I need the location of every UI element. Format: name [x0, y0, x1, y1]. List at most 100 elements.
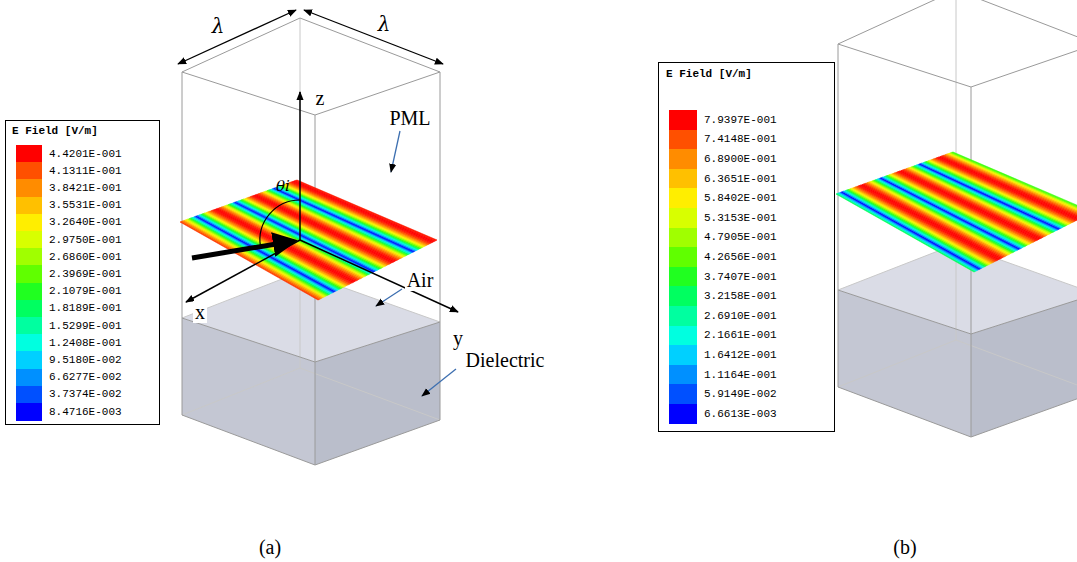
- legend-swatch: [16, 403, 42, 421]
- incident-wave-arrow: [192, 242, 288, 258]
- legend-swatch: [16, 317, 42, 335]
- field-strip: [950, 152, 1077, 213]
- box-edge: [182, 368, 300, 415]
- legend-value: 6.3651E-001: [704, 173, 777, 185]
- box-edge: [971, 294, 1077, 334]
- legend-value: 2.1661E-001: [704, 329, 777, 341]
- region-label: Air: [405, 269, 436, 291]
- box-edge: [971, 392, 1077, 437]
- legend-value: 6.8900E-001: [704, 153, 777, 165]
- legend-swatch: [16, 197, 42, 215]
- field-strip: [944, 155, 1077, 217]
- legend-swatch: [16, 231, 42, 249]
- leader-arrow: [376, 289, 402, 306]
- legend-swatch: [16, 145, 42, 163]
- field-strip: [939, 157, 1077, 220]
- field-strip: [289, 182, 430, 244]
- field-strip: [284, 184, 425, 246]
- legend-swatch: [16, 300, 42, 318]
- field-strip: [288, 183, 429, 245]
- legend-swatch: [16, 351, 42, 369]
- legend-swatch: [16, 214, 42, 232]
- field-strip: [940, 156, 1077, 218]
- panel-label: (a): [259, 536, 281, 558]
- field-strip: [280, 186, 421, 249]
- legend-swatch: [669, 247, 697, 267]
- legend-value: 4.4201E-001: [49, 148, 122, 160]
- axis-label: y: [453, 327, 463, 349]
- legend-title: E Field [V/m]: [12, 125, 98, 137]
- field-strip: [930, 160, 1071, 224]
- legend-swatch: [669, 228, 697, 248]
- legend-value: 3.7407E-001: [704, 271, 777, 283]
- field-strip: [285, 184, 426, 246]
- field-plane: [836, 152, 1077, 272]
- legend-swatch: [669, 326, 697, 346]
- box-edge: [440, 72, 441, 420]
- legend-value: 1.5299E-001: [49, 320, 122, 332]
- leader-arrow: [391, 131, 400, 172]
- annotation-lines: [178, 10, 456, 396]
- field-strip: [952, 152, 1077, 213]
- legend-swatch: [669, 149, 697, 169]
- field-strip: [948, 153, 1077, 214]
- box-edge: [956, 340, 1077, 392]
- box-edge: [182, 318, 315, 362]
- legend-value: 6.6277E-002: [49, 371, 122, 383]
- box-edge: [971, 44, 1077, 87]
- dimension-arrow: [304, 10, 443, 64]
- legend-swatch: [669, 267, 697, 287]
- legend-value: 4.7905E-001: [704, 231, 777, 243]
- region-label: Dielectric: [464, 349, 547, 371]
- box-edge: [182, 72, 315, 115]
- field-strip: [296, 180, 437, 241]
- legend-swatch: [669, 365, 697, 385]
- legend-value: 2.6910E-001: [704, 310, 777, 322]
- legend-value: 8.4716E-003: [49, 406, 122, 418]
- axis-line: [299, 92, 301, 240]
- field-strip: [943, 155, 1077, 217]
- legend-swatch: [669, 169, 697, 189]
- box-edge: [300, 368, 440, 420]
- box-edge: [838, 44, 971, 87]
- field-strip: [294, 180, 435, 241]
- legend-value: 1.1164E-001: [704, 369, 777, 381]
- box-edge: [315, 420, 440, 465]
- legend-swatch: [16, 248, 42, 266]
- field-strip: [931, 159, 1072, 223]
- legend-value: 1.8189E-001: [49, 302, 122, 314]
- box-edge: [300, 18, 440, 72]
- legend-swatch: [669, 110, 697, 130]
- field-strip: [293, 181, 434, 242]
- legend-value: 5.3153E-001: [704, 212, 777, 224]
- field-plane: [180, 180, 437, 300]
- legend-value: 7.4148E-001: [704, 133, 777, 145]
- legend-swatch: [16, 265, 42, 283]
- legend-title: E Field [V/m]: [666, 68, 752, 80]
- legend-swatch: [669, 188, 697, 208]
- legend-swatch: [16, 386, 42, 404]
- legend-value: 4.1311E-001: [49, 165, 122, 177]
- field-strip: [932, 159, 1073, 223]
- legend-swatch: [16, 283, 42, 301]
- field-strip: [283, 185, 424, 248]
- legend-value: 3.8421E-001: [49, 182, 122, 194]
- legend-value: 9.5180E-002: [49, 354, 122, 366]
- field-strip: [947, 154, 1077, 215]
- box-edge: [315, 322, 440, 362]
- field-strip: [945, 154, 1077, 216]
- axis-label: x: [193, 301, 207, 323]
- field-strip: [937, 157, 1077, 220]
- legend-swatch: [669, 130, 697, 150]
- legend-swatch: [669, 404, 697, 424]
- simulation-box: [180, 18, 458, 465]
- legend-value: 1.2408E-001: [49, 337, 122, 349]
- legend-swatch: [669, 306, 697, 326]
- legend-swatch: [669, 345, 697, 365]
- dimension-arrow: [178, 10, 296, 64]
- field-strip: [949, 153, 1077, 214]
- legend-value: 7.9397E-001: [704, 114, 777, 126]
- legend-swatch: [669, 208, 697, 228]
- legend-swatch: [16, 334, 42, 352]
